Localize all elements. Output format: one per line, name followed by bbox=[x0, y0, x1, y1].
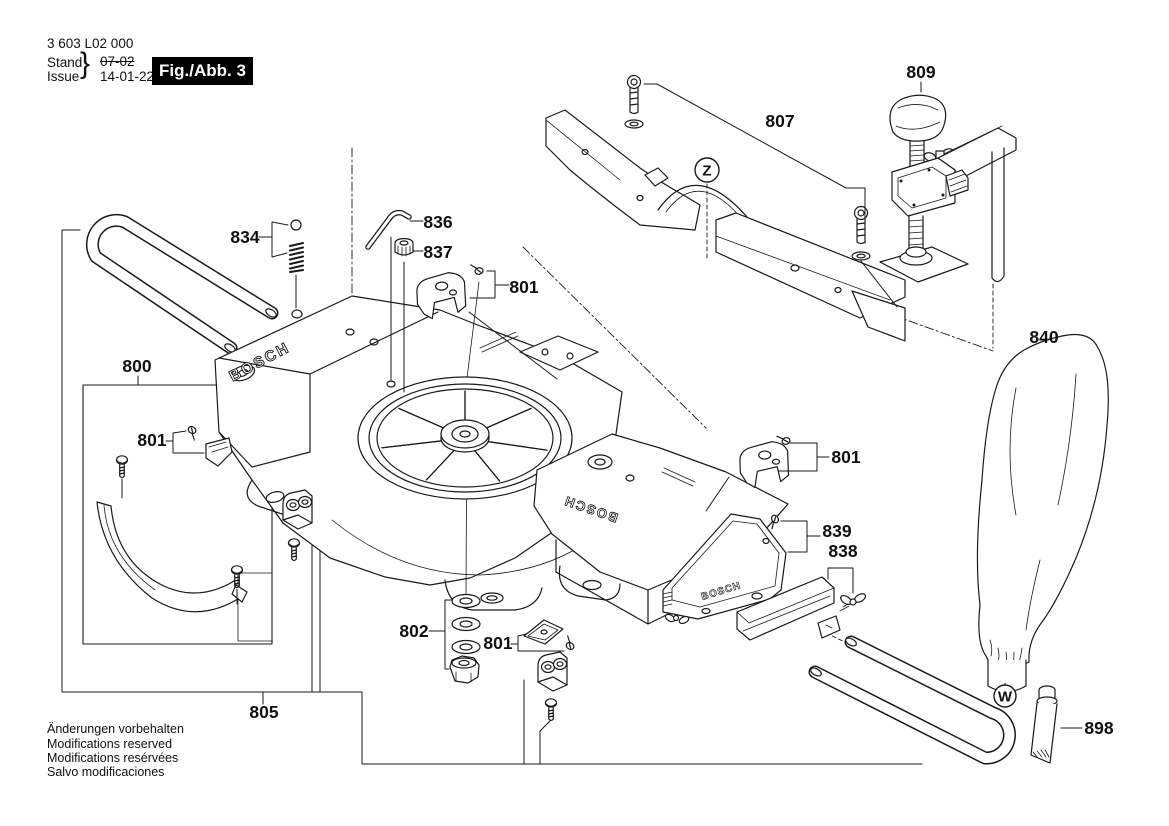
arc-segment-800 bbox=[96, 455, 248, 613]
issue-label: Issue bbox=[47, 69, 80, 84]
fence-screw-right bbox=[851, 205, 871, 261]
fence-screw-top bbox=[624, 74, 644, 129]
hex-key bbox=[365, 209, 412, 381]
marker-w: W bbox=[993, 684, 1017, 708]
hinge-center bbox=[537, 651, 568, 722]
issue-value: 14-01-22 bbox=[100, 69, 155, 84]
footer-line-de: Änderungen vorbehalten bbox=[47, 722, 184, 736]
stand-label: Stand bbox=[47, 55, 83, 70]
callout-898: 898 bbox=[1084, 718, 1113, 738]
footer-line-fr: Modifications resérvées bbox=[47, 751, 179, 765]
grease-tube bbox=[1030, 685, 1083, 764]
callout-801-right: 801 bbox=[831, 447, 860, 467]
turntable bbox=[357, 281, 573, 599]
callout-805: 805 bbox=[249, 702, 278, 722]
svg-text:W: W bbox=[998, 689, 1013, 706]
callout-837: 837 bbox=[423, 242, 452, 262]
callout-801-left: 801 bbox=[137, 430, 166, 450]
callout-802: 802 bbox=[399, 621, 428, 641]
plate-838 bbox=[736, 567, 867, 641]
stand-value: 07-02 bbox=[100, 54, 135, 69]
clip-801-top bbox=[415, 262, 558, 380]
washer-stack-802 bbox=[428, 593, 481, 684]
clip-801-right bbox=[705, 431, 830, 512]
footer-line-es: Salvo modificaciones bbox=[47, 765, 165, 779]
wedge-801-left bbox=[165, 424, 233, 467]
callout-801-bottom: 801 bbox=[483, 633, 512, 653]
callout-800: 800 bbox=[122, 356, 151, 376]
group-outlines bbox=[61, 229, 923, 765]
part-number: 3 603 L02 000 bbox=[47, 36, 134, 51]
dust-bag bbox=[976, 333, 1109, 698]
clamp-assembly bbox=[879, 81, 1017, 283]
callout-836: 836 bbox=[423, 212, 452, 232]
callout-801-top: 801 bbox=[509, 277, 538, 297]
callout-labels: 834 836 837 801 800 801 807 809 840 801 … bbox=[122, 62, 1113, 738]
marker-z: Z bbox=[694, 157, 720, 183]
bracket-839: BOSCH bbox=[662, 513, 821, 625]
leader-834 bbox=[258, 221, 289, 258]
callout-839: 839 bbox=[822, 521, 851, 541]
figure-label: Fig./Abb. 3 bbox=[152, 57, 253, 85]
callout-809: 809 bbox=[906, 62, 935, 82]
callout-840: 840 bbox=[1029, 327, 1058, 347]
side-handle-right bbox=[808, 635, 1016, 765]
grommet-nut bbox=[394, 237, 414, 393]
footer-line-en: Modifications reserved bbox=[47, 737, 173, 751]
detent-ball-spring bbox=[289, 219, 304, 309]
brace-glyph: } bbox=[80, 47, 91, 80]
side-handle-left bbox=[85, 213, 279, 355]
callout-834: 834 bbox=[230, 227, 259, 247]
svg-text:Z: Z bbox=[702, 163, 711, 180]
callout-807: 807 bbox=[765, 111, 794, 131]
plate-801-bottom bbox=[510, 619, 578, 652]
leader-836-837 bbox=[409, 220, 424, 252]
callout-838: 838 bbox=[828, 541, 857, 561]
fence-assembly bbox=[545, 74, 906, 342]
